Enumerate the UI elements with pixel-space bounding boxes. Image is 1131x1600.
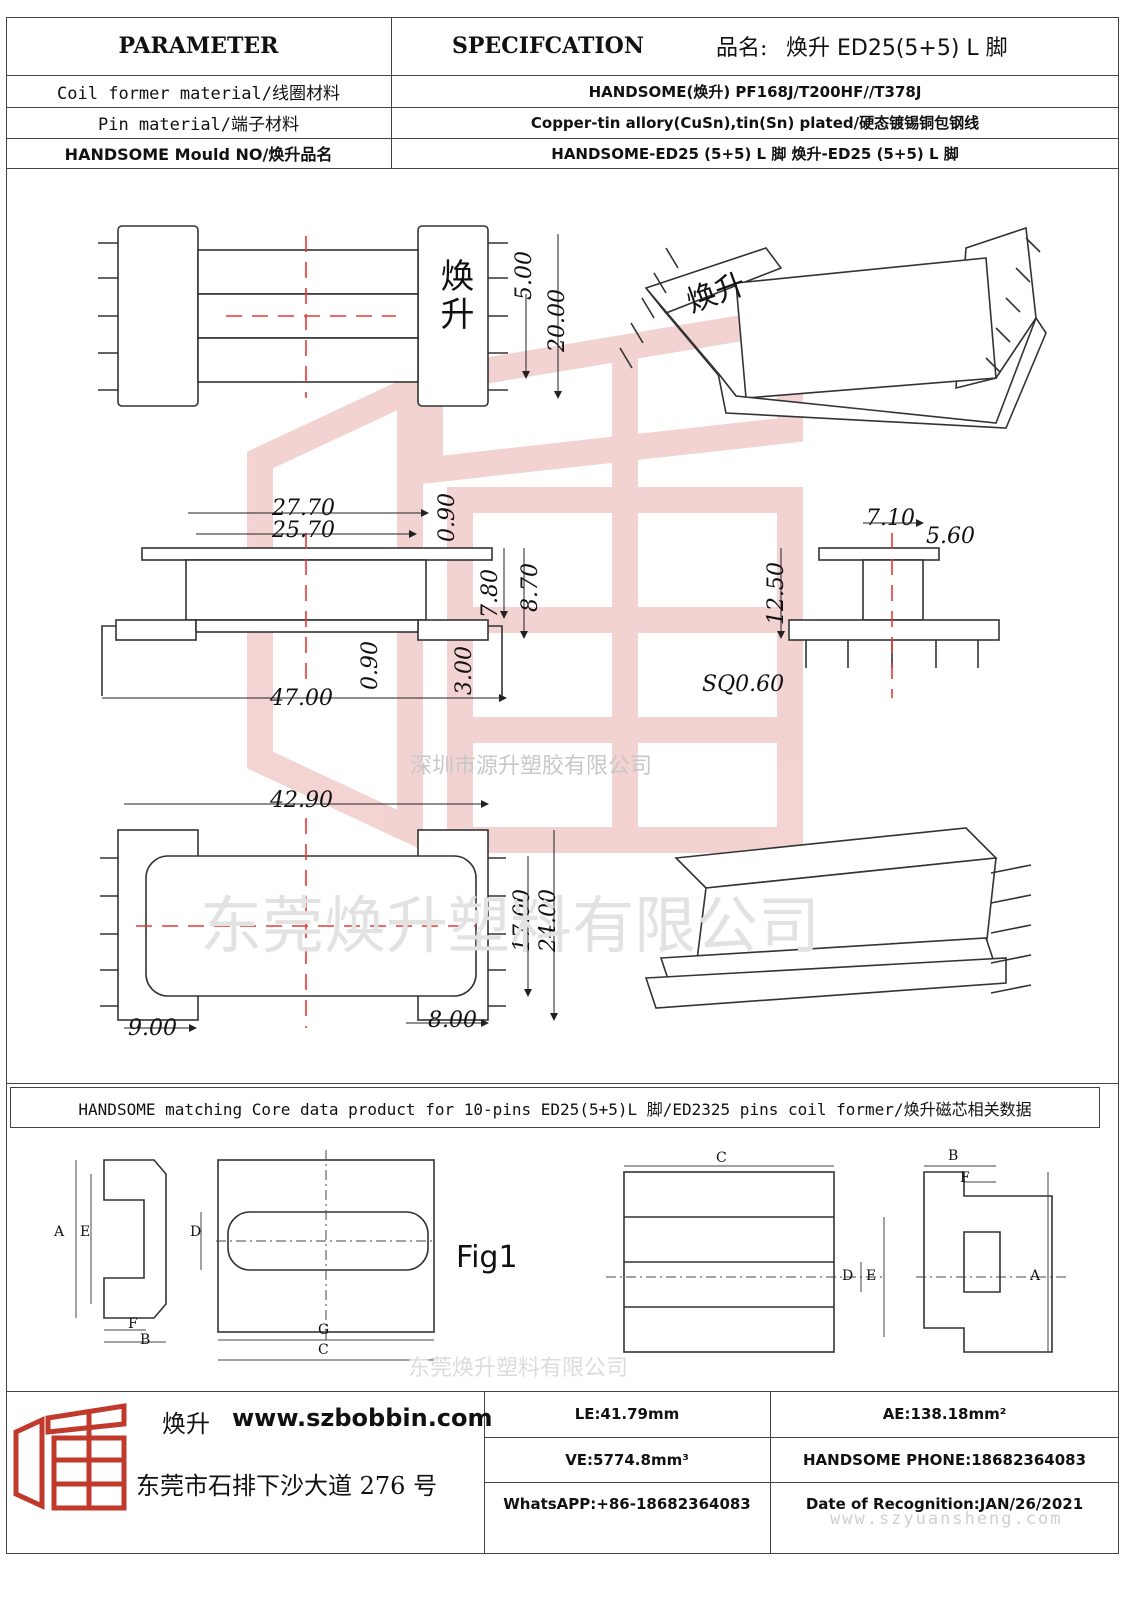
core-letter-b: B [948,1148,959,1164]
footer-website[interactable]: www.szbobbin.com [232,1404,493,1432]
technical-drawing [98,225,1047,1032]
core-data-title: HANDSOME matching Core data product for … [78,1099,1032,1119]
footer-brand: 焕升 [162,1410,210,1438]
divider [6,107,1119,108]
dim-label: 12.50 [764,562,789,625]
core-letter-a: A [54,1224,65,1240]
dim-label: 47.00 [270,686,333,711]
core-letter-f: F [960,1170,970,1186]
core-letter-d: D [842,1268,854,1284]
core-watermark: 东莞焕升塑料有限公司 [408,1356,629,1381]
product-name: 焕升 ED25(5+5) L 脚 [786,36,1008,61]
core-letter-e: E [80,1224,91,1240]
dim-label: 0.90 [358,641,383,690]
divider [484,1391,485,1554]
dim-label: 25.70 [272,518,335,543]
part-brand-mark: 焕升 [434,258,474,334]
whatsapp-value: WhatsAPP:+86-18682364083 [503,1495,751,1513]
watermark-company-small: 深圳市源升塑胶有限公司 [410,754,653,779]
dim-label: 8.00 [428,1008,477,1033]
divider [6,1391,1119,1392]
dim-label: 3.00 [452,646,477,695]
core-letter-b: B [140,1332,151,1348]
divider [770,1391,771,1554]
core-letter-a: A [1030,1268,1041,1284]
product-name-label: 品名: [716,36,768,61]
value-pin-material: Copper-tin allory(CuSn),tin(Sn) plated/硬… [530,114,980,132]
core-letter-f: F [128,1316,138,1332]
divider [6,168,1119,169]
value-mould-no: HANDSOME-ED25 (5+5) L 脚 焕升-ED25 (5+5) L … [551,144,959,163]
footer-watermark-url: www.szyuansheng.com [830,1509,1063,1529]
core-letter-g: G [318,1322,330,1338]
dim-label: 9.00 [128,1016,177,1041]
divider [6,75,1119,76]
ae-value: AE:138.18mm² [882,1405,1007,1423]
phone-value: HANDSOME PHONE:18682364083 [802,1450,1087,1469]
dim-label: 0.90 [435,493,460,542]
divider [484,1437,1119,1438]
watermark-logo [247,304,803,853]
dim-label: 8.70 [518,563,543,612]
specification-header: SPECIFCATION [452,33,644,59]
dim-label: 5.60 [926,524,975,549]
divider [391,17,392,168]
date-value: Date of Recognition:JAN/26/2021 [805,1495,1084,1513]
dim-label: 7.10 [866,506,915,531]
parameter-header: PARAMETER [118,33,279,59]
core-letter-e: E [866,1268,877,1284]
value-coil-former: HANDSOME(焕升) PF168J/T200HF//T378J [588,82,922,101]
core-letter-c: C [318,1342,329,1358]
param-mould-no: HANDSOME Mould NO/焕升品名 [64,145,333,164]
param-pin-material: Pin material/端子材料 [97,115,300,135]
watermark-company-large: 东莞焕升塑料有限公司 [200,889,821,962]
spec-sheet [6,17,1119,1554]
dim-label: SQ0.60 [702,672,785,697]
param-coil-former: Coil former material/线圈材料 [57,83,340,104]
dim-label: 42.90 [270,788,333,813]
dim-label: 7.80 [478,569,503,618]
dim-label: 5.00 [512,251,537,300]
divider [484,1482,1119,1483]
fig-label: Fig1 [456,1240,518,1275]
dim-label: 20.00 [545,289,570,352]
dim-label: 27.70 [272,496,335,521]
core-letter-c: C [716,1150,727,1166]
le-value: LE:41.79mm [574,1405,680,1423]
core-title-box [10,1087,1100,1128]
divider [6,1083,1119,1084]
core-letter-d: D [190,1224,202,1240]
footer-address: 东莞市石排下沙大道 276 号 [136,1472,438,1500]
core-drawing [75,1150,1066,1361]
ve-value: VE:5774.8mm³ [565,1450,689,1469]
company-logo [13,1403,127,1511]
divider [6,138,1119,139]
